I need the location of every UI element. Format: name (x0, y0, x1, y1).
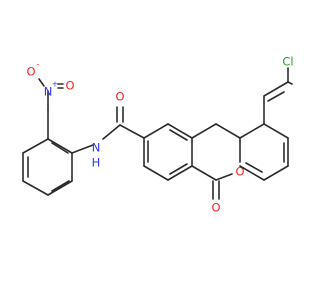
bond (245, 162, 263, 173)
bond (191, 165, 217, 181)
bond (47, 180, 73, 196)
bond (263, 81, 289, 97)
bond (263, 123, 289, 139)
bond (239, 165, 265, 181)
lactone-oxygen-label: O (211, 201, 220, 215)
bond (51, 180, 70, 192)
bond (169, 163, 188, 175)
bond (169, 129, 188, 141)
amide-linker: N H O (71, 90, 145, 170)
bond (167, 123, 193, 139)
amide-nitrogen-label: N (92, 141, 101, 155)
bond (119, 124, 145, 139)
bond (215, 173, 233, 181)
nitrophenyl-ring (22, 108, 73, 196)
molecule-svg: O - N + O N H O (22, 55, 294, 215)
bond (38, 78, 45, 87)
bond (22, 180, 49, 196)
bond (143, 123, 169, 139)
chlorophenyl-ring: Cl (239, 55, 294, 181)
nitro-oxygen-charge: - (37, 60, 40, 69)
amide-oxygen-label: O (115, 90, 124, 104)
bond (143, 165, 169, 181)
nitro-oxygen-bottom-label: O (65, 79, 74, 93)
amide-hydrogen-label: H (92, 156, 101, 170)
bond (47, 138, 73, 154)
bond (22, 138, 49, 154)
bond (239, 123, 265, 139)
bond (167, 165, 193, 181)
bond (215, 123, 241, 139)
structure-canvas: O - N + O N H O (22, 54, 294, 215)
bond (191, 123, 217, 139)
isochromanone-core: O O (143, 123, 245, 215)
chlorine-label: Cl (282, 55, 293, 69)
bond (267, 91, 285, 102)
bond (263, 165, 289, 181)
bond (71, 144, 94, 154)
bond (51, 142, 69, 154)
nitro-oxygen-top-label: O (26, 65, 35, 79)
nitro-nitrogen-charge: + (52, 80, 59, 89)
nitro-nitrogen-label: N (44, 85, 53, 99)
bond (102, 124, 121, 140)
ring-oxygen-label: O (235, 165, 244, 179)
nitro-group: O - N + O (26, 60, 75, 110)
